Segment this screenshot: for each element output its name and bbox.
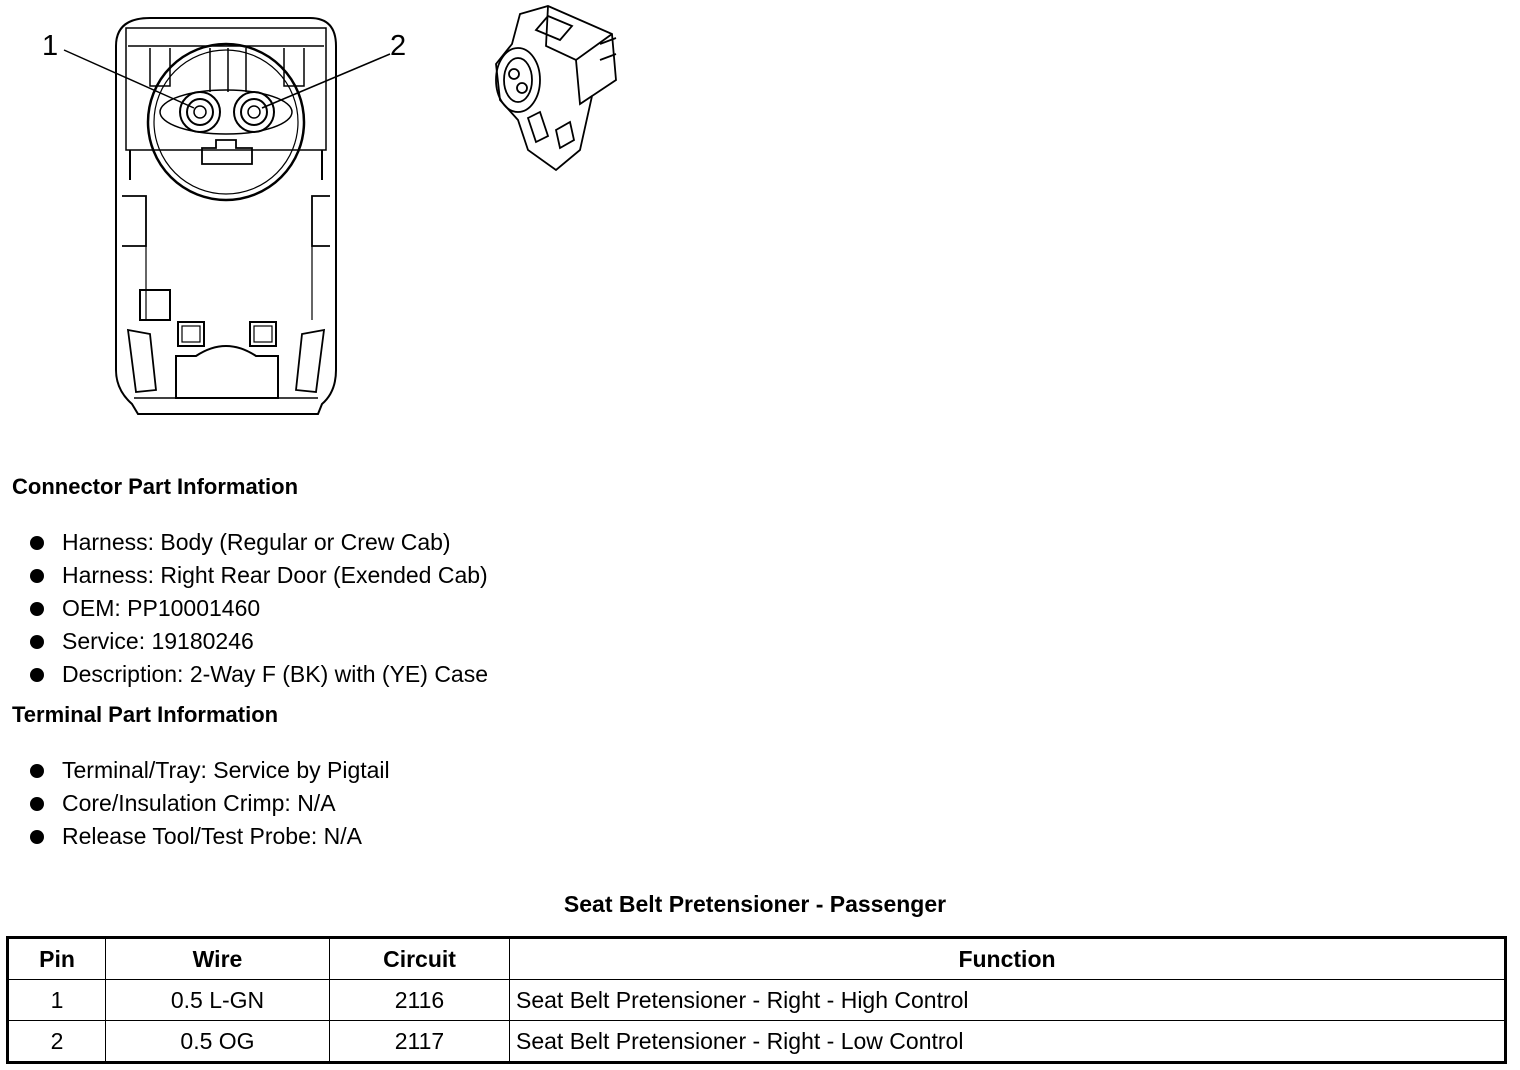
connector-info-list: Harness: Body (Regular or Crew Cab) Harn… — [30, 526, 488, 691]
column-header-function: Function — [509, 937, 1506, 980]
cell-circuit: 2116 — [329, 979, 510, 1021]
table-header-row: Pin Wire Circuit Function — [7, 937, 1506, 980]
cell-wire: 0.5 L-GN — [105, 979, 330, 1021]
table-row: 2 0.5 OG 2117 Seat Belt Pretensioner - R… — [7, 1020, 1506, 1063]
connector-body — [115, 17, 337, 415]
cell-pin: 2 — [7, 1020, 106, 1063]
callout-pin-2: 2 — [390, 30, 407, 62]
column-header-wire: Wire — [105, 937, 330, 980]
list-item: Service: 19180246 — [30, 625, 488, 658]
cell-function: Seat Belt Pretensioner - Right - Low Con… — [509, 1020, 1506, 1063]
list-item: Release Tool/Test Probe: N/A — [30, 820, 390, 853]
callout-pin-1: 1 — [42, 30, 59, 62]
pin-1-cavity — [179, 91, 221, 133]
connector-face — [146, 42, 306, 202]
bullet-icon — [30, 830, 44, 844]
table-row: 1 0.5 L-GN 2116 Seat Belt Pretensioner -… — [7, 979, 1506, 1021]
cell-wire: 0.5 OG — [105, 1020, 330, 1063]
connector-info-heading: Connector Part Information — [12, 474, 299, 499]
list-item: Harness: Right Rear Door (Exended Cab) — [30, 559, 488, 592]
bullet-icon — [30, 602, 44, 616]
table-title: Seat Belt Pretensioner - Passenger — [563, 891, 947, 917]
connector-3d-view — [495, 5, 617, 172]
bullet-icon — [30, 668, 44, 682]
terminal-info-heading: Terminal Part Information — [12, 702, 279, 727]
bullet-icon — [30, 797, 44, 811]
connector-diagram — [63, 5, 617, 415]
pinout-table: Pin Wire Circuit Function 1 0.5 L-GN 211… — [6, 936, 1507, 1064]
list-item: Core/Insulation Crimp: N/A — [30, 787, 390, 820]
column-header-circuit: Circuit — [329, 937, 510, 980]
column-header-pin: Pin — [7, 937, 106, 980]
cell-function: Seat Belt Pretensioner - Right - High Co… — [509, 979, 1506, 1021]
bullet-icon — [30, 764, 44, 778]
list-item: OEM: PP10001460 — [30, 592, 488, 625]
bullet-icon — [30, 569, 44, 583]
bullet-icon — [30, 536, 44, 550]
bullet-icon — [30, 635, 44, 649]
list-item: Terminal/Tray: Service by Pigtail — [30, 754, 390, 787]
pin-2-cavity — [233, 91, 275, 133]
cell-pin: 1 — [7, 979, 106, 1021]
terminal-info-list: Terminal/Tray: Service by Pigtail Core/I… — [30, 754, 390, 853]
list-item: Description: 2-Way F (BK) with (YE) Case — [30, 658, 488, 691]
list-item: Harness: Body (Regular or Crew Cab) — [30, 526, 488, 559]
cell-circuit: 2117 — [329, 1020, 510, 1063]
